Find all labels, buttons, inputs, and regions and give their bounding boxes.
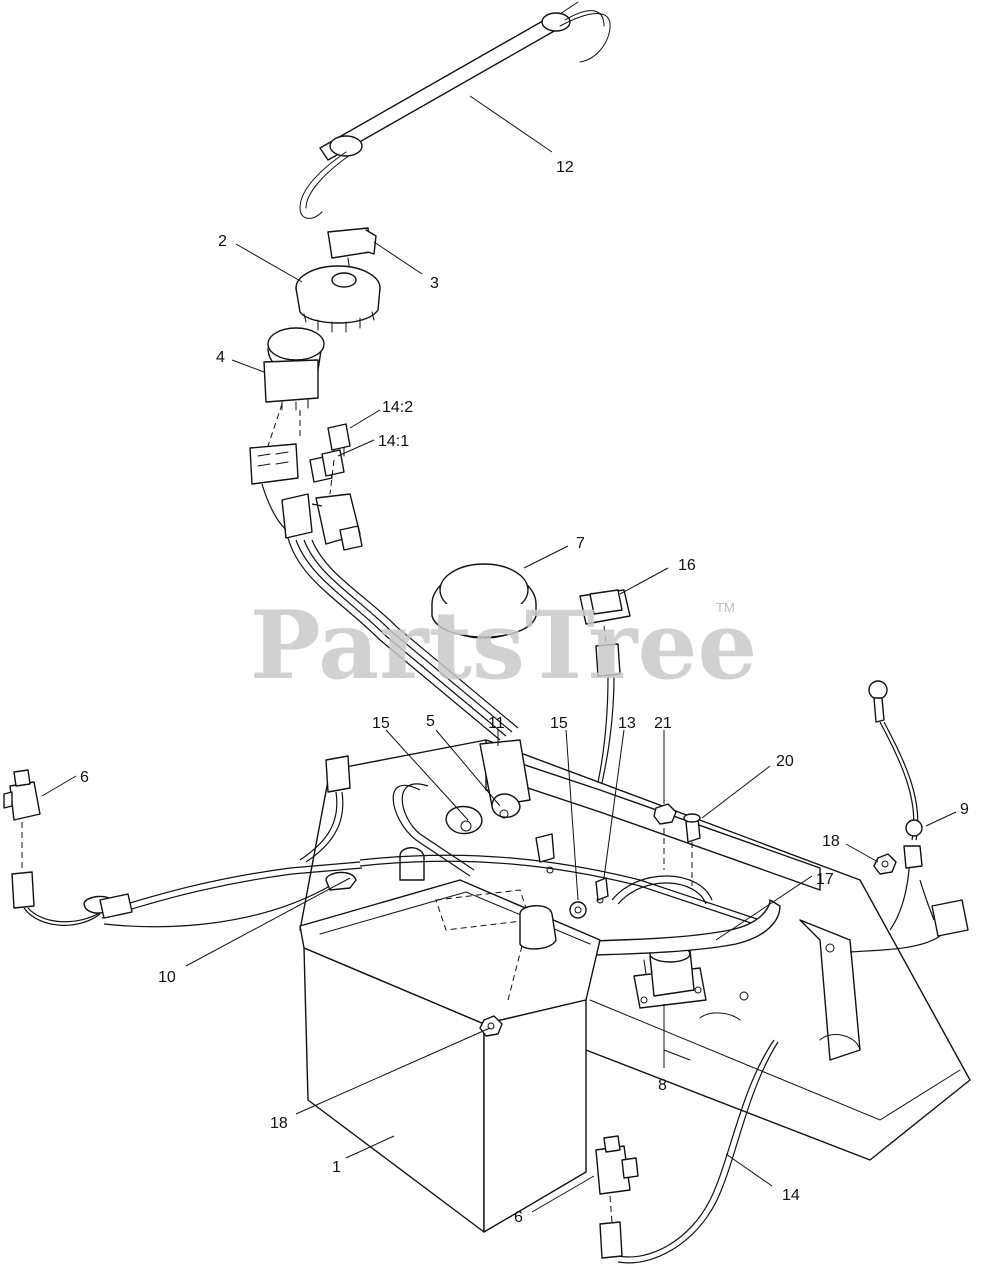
- part-1-battery: [299, 879, 601, 1233]
- right-connector: [849, 879, 969, 953]
- callout-17: 17: [816, 871, 834, 888]
- callout-13: 13: [618, 715, 636, 732]
- part-15-washer: [569, 901, 587, 919]
- callout-14: 14: [782, 1187, 800, 1204]
- callout-6-lower: 6: [514, 1209, 523, 1226]
- callout-7: 7: [576, 535, 585, 552]
- callout-20: 20: [776, 753, 794, 770]
- watermark: PartsTree TM: [250, 591, 757, 701]
- callout-16: 16: [678, 557, 696, 574]
- watermark-trademark: TM: [716, 600, 735, 615]
- callout-12: 12: [556, 159, 574, 176]
- part-4-pto-switch: [263, 327, 325, 411]
- callout-14-1: 14:1: [378, 433, 409, 450]
- part-12-rod: [299, 1, 611, 219]
- callout-4: 4: [216, 349, 225, 366]
- part-18-nut-right: [873, 853, 897, 875]
- part-21-nut: [653, 803, 677, 870]
- part-2-ignition-switch: [295, 265, 381, 333]
- part-9-ground-cable: [868, 680, 923, 931]
- harness-connectors-upper: [249, 403, 363, 551]
- callout-21: 21: [654, 715, 672, 732]
- part-20-bolt: [683, 813, 701, 886]
- callout-3: 3: [430, 275, 439, 292]
- callout-labels: 12 2 3 4 14:2 14:1 7 16 15 5 11 15 13 21…: [80, 159, 969, 1226]
- callout-15-right: 15: [550, 715, 568, 732]
- part-14-lower-harness: [617, 1039, 779, 1264]
- callout-15-left: 15: [372, 715, 390, 732]
- callout-18-right: 18: [822, 833, 840, 850]
- part-18-nut-battery: [479, 1015, 503, 1037]
- callout-9: 9: [960, 801, 969, 818]
- callout-1: 1: [332, 1159, 341, 1176]
- part-6-switch-lower: [595, 1135, 639, 1259]
- part-7-round-pad: [431, 563, 537, 639]
- harness-loop: [359, 783, 761, 927]
- part-14-1-fuse: [309, 449, 345, 483]
- part-8-solenoid: [633, 945, 707, 1009]
- callout-11: 11: [488, 715, 505, 732]
- watermark-text: PartsTree: [250, 591, 757, 701]
- part-6-switch-left: [3, 769, 105, 926]
- part-16-seat-switch: [579, 589, 631, 801]
- callout-14-2: 14:2: [382, 399, 413, 416]
- callout-2: 2: [218, 233, 227, 250]
- part-5-clamp: [491, 793, 521, 819]
- part-13-bolt: [595, 877, 609, 901]
- part-3-key: [327, 227, 377, 273]
- callout-18-battery: 18: [270, 1115, 288, 1132]
- main-wire-harness: [287, 537, 519, 741]
- callout-8: 8: [658, 1077, 667, 1094]
- part-11-bracket: [479, 739, 531, 807]
- part-10-harness: [83, 755, 363, 928]
- callout-6-left: 6: [80, 769, 89, 786]
- callout-5: 5: [426, 713, 435, 730]
- leader-lines: [41, 95, 957, 1213]
- callout-10: 10: [158, 969, 176, 986]
- part-15-clamp-left: [445, 805, 483, 835]
